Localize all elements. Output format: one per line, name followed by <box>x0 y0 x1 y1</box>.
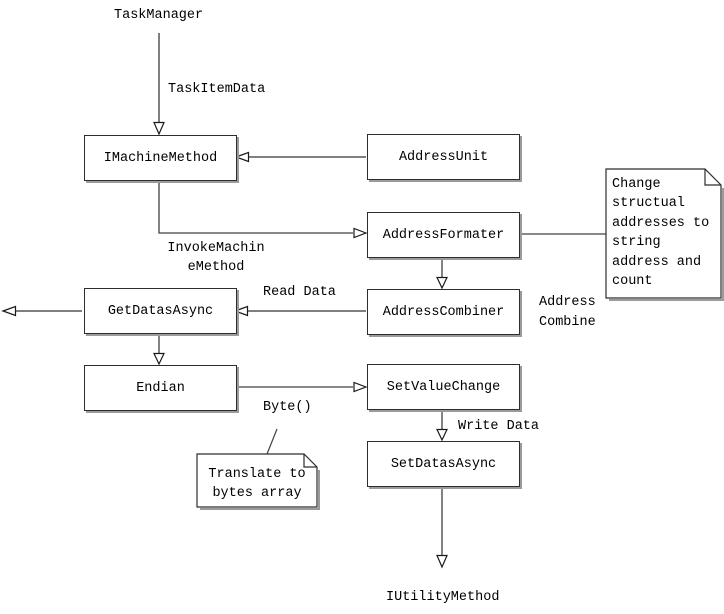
note-change-structural: Change structual addresses to string add… <box>612 177 710 290</box>
arrowhead-down-addresscombiner <box>436 276 448 290</box>
note-translate-bytes: Translate to bytes array <box>208 467 306 502</box>
note-change-structural-fold <box>704 169 721 186</box>
node-get-datas-async: GetDatasAsync <box>84 288 237 334</box>
edge-label-invoke-machine-method: InvokeMachin eMethod <box>167 241 265 275</box>
note-change-structural-shadow <box>609 188 724 301</box>
node-iutility-method: IUtilityMethod <box>386 590 500 605</box>
node-address-combiner-label: AddressCombiner <box>382 304 505 320</box>
node-endian: Endian <box>84 365 237 411</box>
node-get-datas-async-label: GetDatasAsync <box>107 303 214 319</box>
edge-label-write-data: Write Data <box>458 419 540 434</box>
node-imachine-method: IMachineMethod <box>84 135 237 181</box>
node-address-formater: AddressFormater <box>367 212 520 258</box>
arrowhead-down-endian <box>153 352 165 366</box>
edge-label-task-item-data: TaskItemData <box>168 82 266 97</box>
node-address-unit-label: AddressUnit <box>398 149 489 165</box>
node-set-value-change: SetValueChange <box>367 364 520 410</box>
arrowhead-right-addressformater <box>353 227 368 239</box>
arrowhead-left-imachinemethod <box>234 151 250 163</box>
note-change-structural-shape <box>605 168 722 299</box>
arrowhead-left-canvas-edge <box>1 305 17 317</box>
note-translate-bytes-fold <box>303 454 317 468</box>
node-set-value-change-label: SetValueChange <box>386 379 501 395</box>
node-endian-label: Endian <box>136 380 185 396</box>
edge-label-read-data: Read Data <box>263 285 336 300</box>
arrowhead-down-imachinemethod <box>153 121 165 136</box>
arrowhead-right-setvaluechange <box>353 381 368 393</box>
note-translate-bytes-shadow <box>200 470 320 510</box>
node-address-unit: AddressUnit <box>367 134 520 180</box>
node-imachine-method-label: IMachineMethod <box>103 150 218 166</box>
arrowhead-down-iutilitymethod <box>436 554 448 569</box>
node-address-formater-label: AddressFormater <box>382 227 505 243</box>
node-address-combiner: AddressCombiner <box>367 289 520 335</box>
node-task-manager: TaskManager <box>114 8 204 23</box>
edge-label-address-combine: Address Combine <box>539 295 596 330</box>
edge-note-translate-byte <box>266 428 278 455</box>
edge-label-byte: Byte() <box>263 400 312 415</box>
edge-imachinemethod-addressformater <box>158 181 353 234</box>
node-set-datas-async: SetDatasAsync <box>367 441 520 487</box>
note-translate-bytes-shape <box>196 453 318 508</box>
arrowhead-left-getdatasasync <box>233 305 249 317</box>
arrowhead-down-setdatasasync <box>436 428 448 442</box>
node-set-datas-async-label: SetDatasAsync <box>390 456 497 472</box>
